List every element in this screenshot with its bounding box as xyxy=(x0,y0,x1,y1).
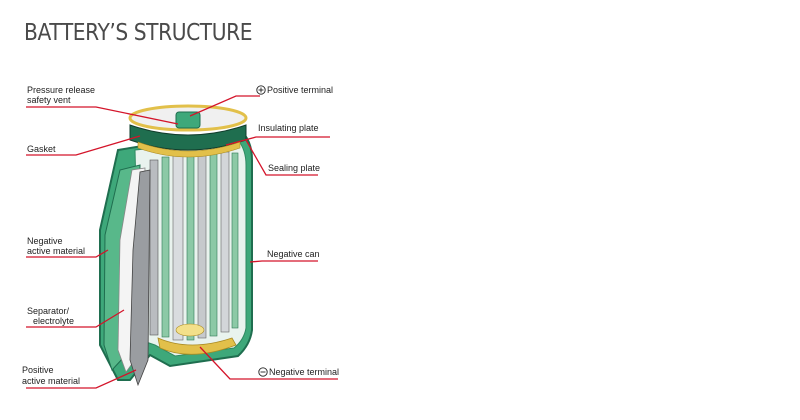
label-negative-active-2: active material xyxy=(27,246,85,256)
label-negative-terminal: Negative terminal xyxy=(269,367,339,377)
label-separator-2: electrolyte xyxy=(33,316,74,326)
label-pressure-vent-2: safety vent xyxy=(27,95,71,105)
leader-separator xyxy=(26,309,125,328)
battery-illustration xyxy=(99,104,253,387)
negative-terminal-shape xyxy=(157,337,237,355)
leader-positive-active xyxy=(26,369,137,389)
leader-insulating-plate xyxy=(225,136,330,146)
positive-sheet xyxy=(129,169,151,387)
label-separator-1: Separator/ xyxy=(27,306,70,316)
label-gasket: Gasket xyxy=(27,144,56,154)
label-positive-active-1: Positive xyxy=(22,365,54,375)
page-title: BATTERY’S STRUCTURE xyxy=(24,20,253,46)
electrode-layers xyxy=(149,151,239,341)
positive-terminal-cap xyxy=(175,111,201,129)
label-sealing-plate: Sealing plate xyxy=(268,163,320,173)
leader-gasket xyxy=(26,135,141,156)
leader-pressure-vent xyxy=(26,106,179,125)
leader-lines xyxy=(26,95,338,389)
label-negative-can: Negative can xyxy=(267,249,320,259)
label-positive-active-2: active material xyxy=(22,376,80,386)
circled-minus-icon xyxy=(258,367,268,377)
circled-plus-icon xyxy=(256,85,266,95)
leader-positive-terminal xyxy=(189,95,260,117)
label-negative-active-1: Negative xyxy=(27,236,63,246)
leader-negative-terminal xyxy=(199,346,338,380)
left-labels: Pressure release safety vent Gasket Nega… xyxy=(22,85,95,386)
leader-negative-active xyxy=(26,249,109,258)
right-labels: Positive terminal Insulating plate Seali… xyxy=(256,85,339,377)
bottom-contact xyxy=(175,323,205,337)
label-pressure-vent-1: Pressure release xyxy=(27,85,95,95)
label-positive-terminal: Positive terminal xyxy=(267,85,333,95)
label-insulating-plate: Insulating plate xyxy=(258,123,319,133)
leader-negative-can xyxy=(249,260,318,263)
leader-sealing-plate xyxy=(245,139,318,176)
insulating-plate-shape xyxy=(137,141,241,158)
